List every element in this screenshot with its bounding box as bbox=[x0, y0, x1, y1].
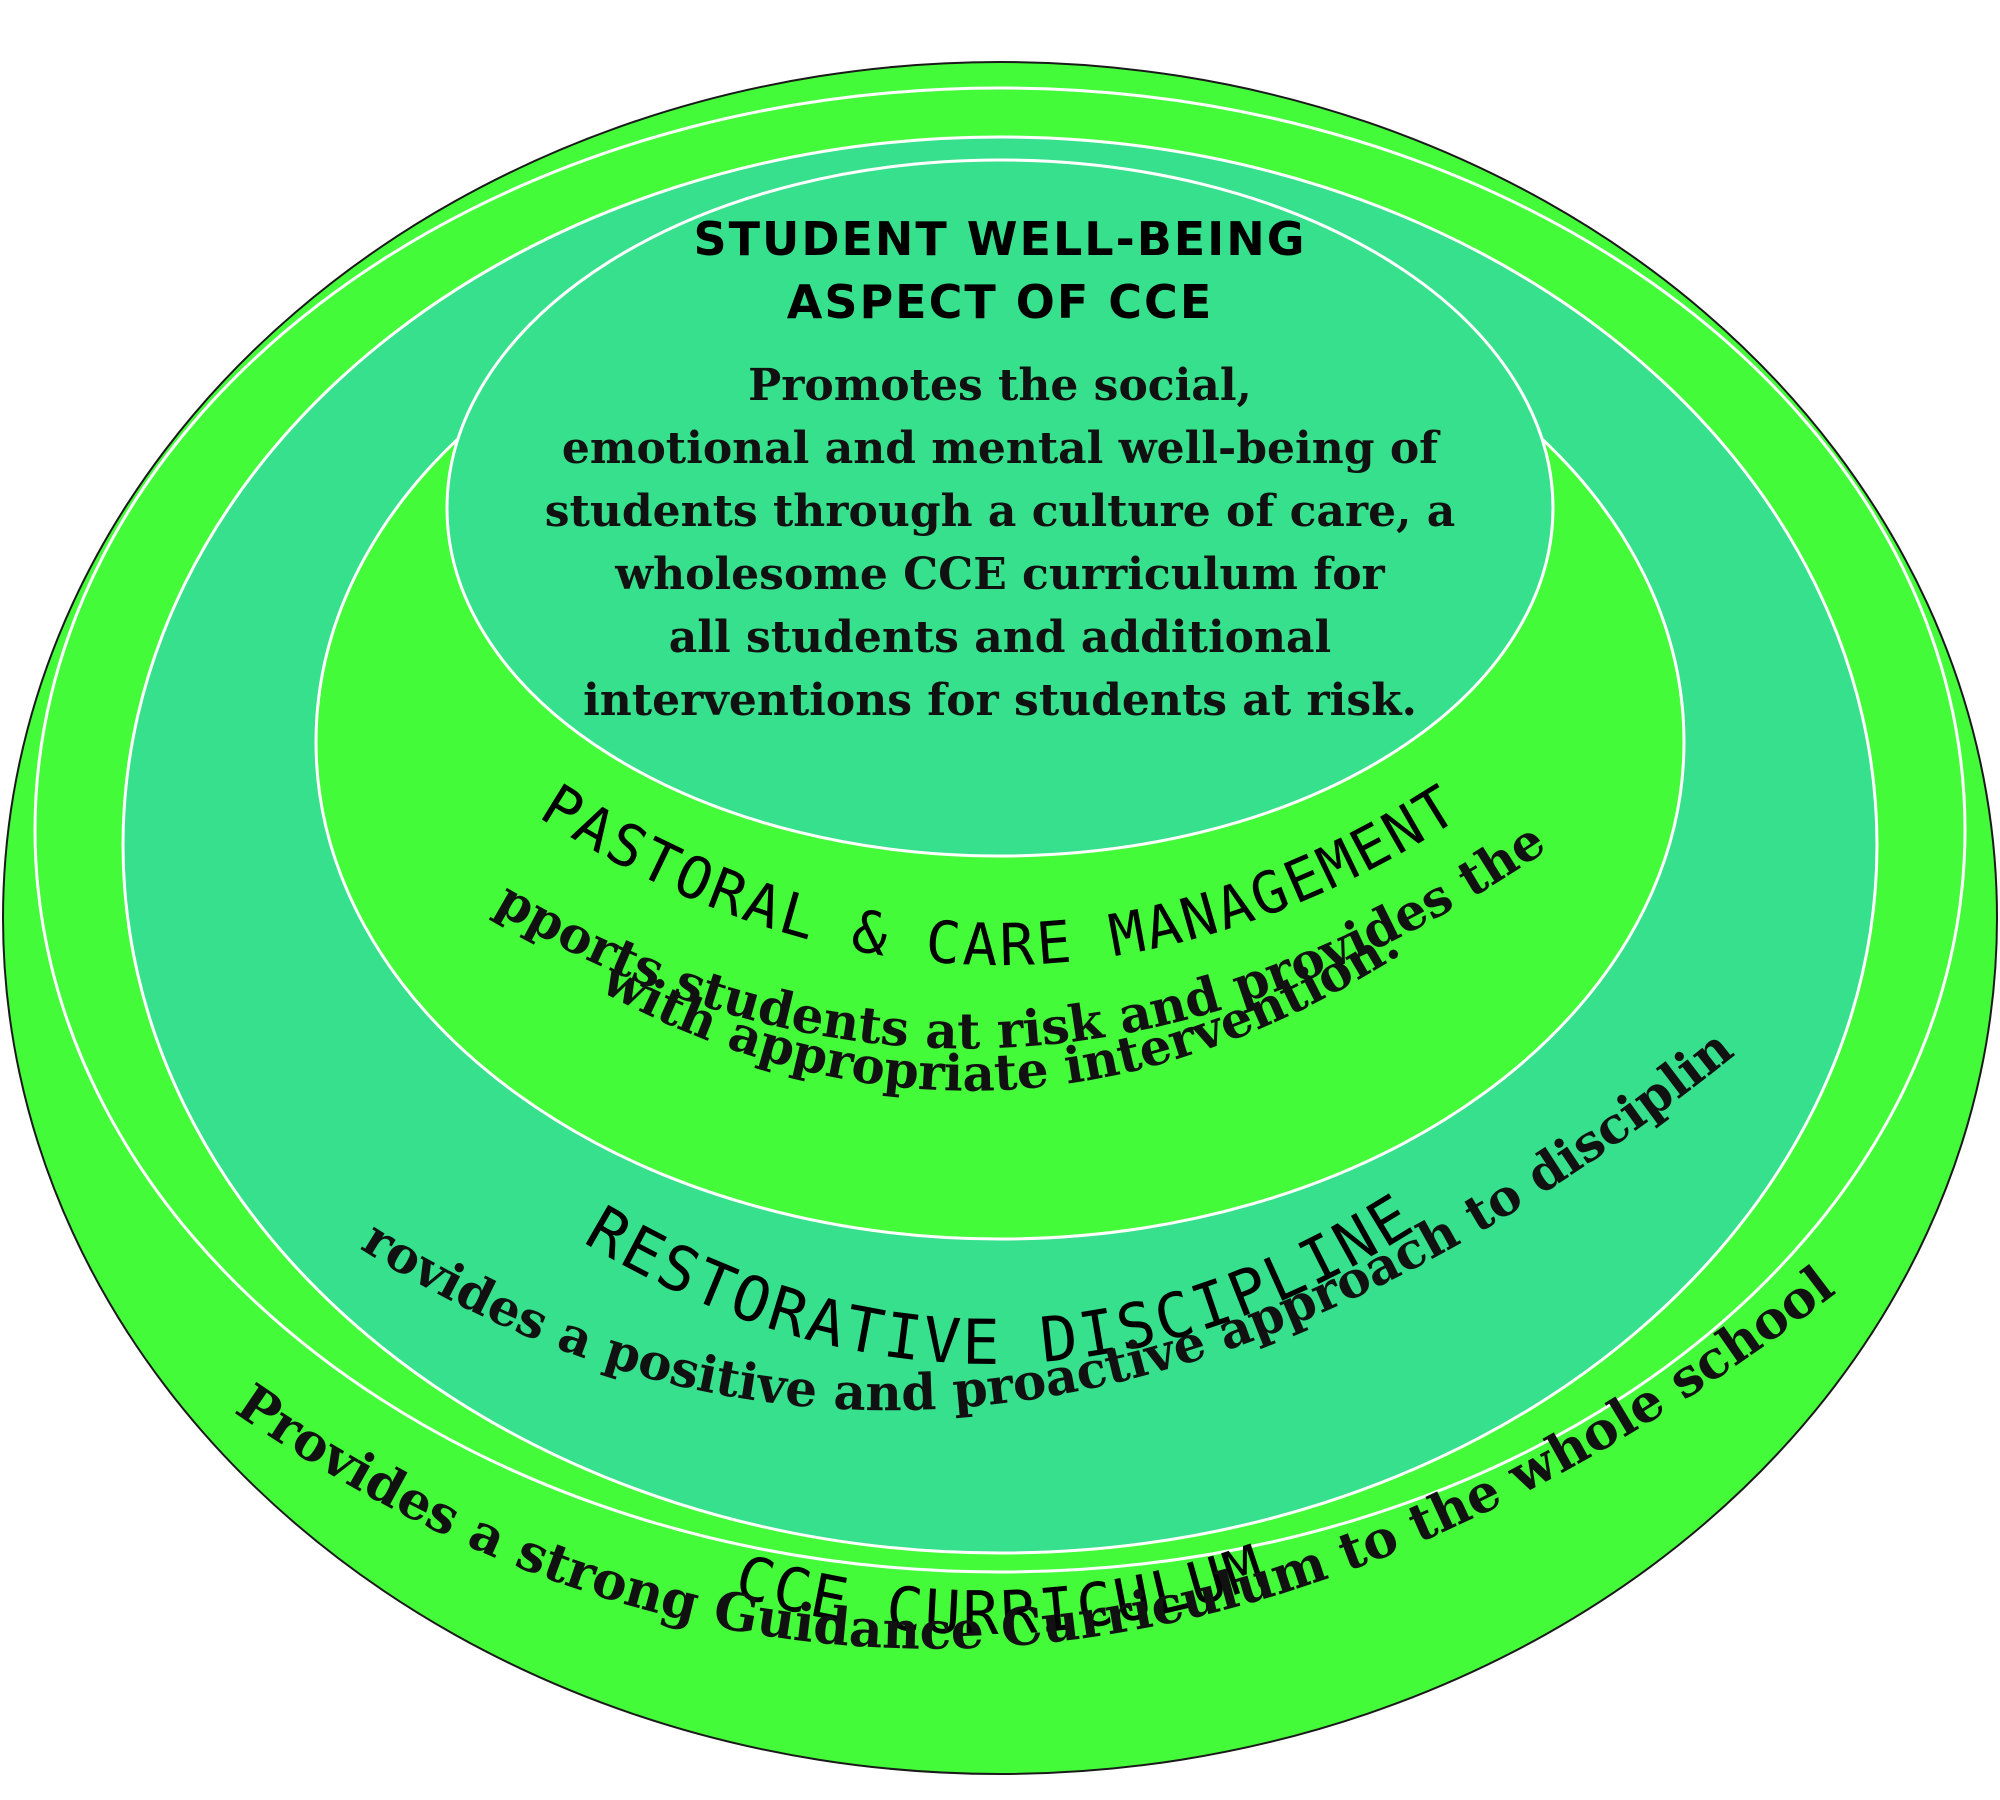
core-title-line-1: STUDENT WELL-BEING bbox=[693, 212, 1306, 266]
core-body-line-6: interventions for students at risk. bbox=[583, 675, 1417, 726]
core-body-line-1: Promotes the social, bbox=[748, 360, 1252, 411]
core-title-line-2: ASPECT OF CCE bbox=[787, 275, 1214, 329]
core-body-line-5: all students and additional bbox=[669, 612, 1331, 663]
core-body-line-4: wholesome CCE curriculum for bbox=[614, 549, 1385, 600]
core-body-line-2: emotional and mental well-being of bbox=[562, 423, 1441, 474]
layer-core-well-being bbox=[445, 158, 1555, 858]
core-body-line-3: students through a culture of care, a bbox=[545, 486, 1456, 537]
